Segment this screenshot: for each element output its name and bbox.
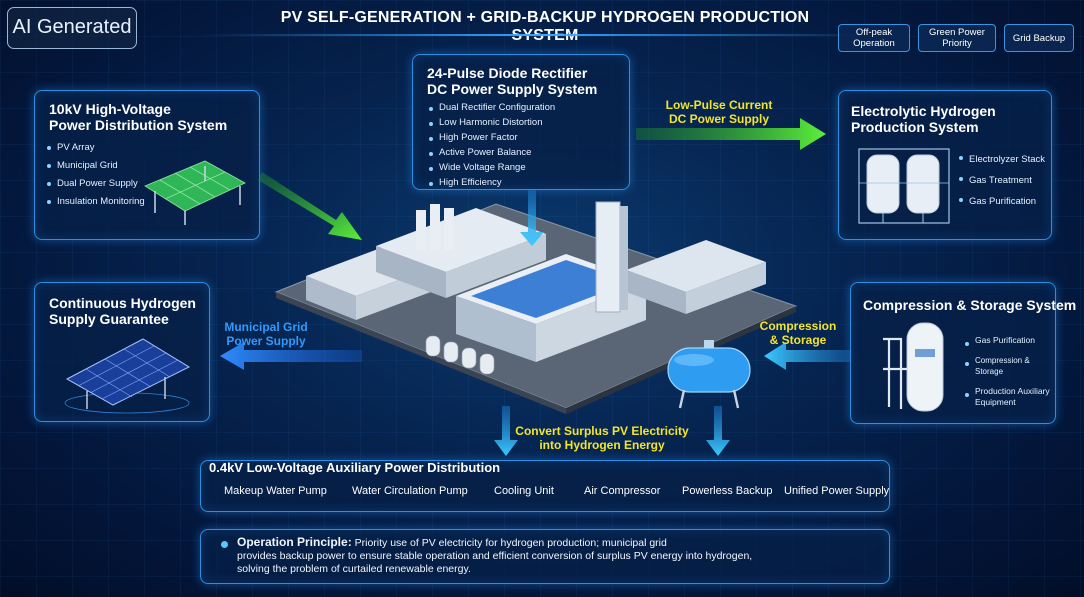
principle-line3: solving the problem of curtailed renewab… — [237, 563, 471, 575]
list-item: PV Array — [45, 139, 145, 157]
arrow-plant-down — [494, 406, 518, 456]
list-item: Gas Treatment — [957, 170, 1045, 191]
list-item: Dual Rectifier Configuration — [427, 100, 555, 115]
compression-line2: & Storage — [769, 333, 827, 347]
aux-distribution-panel: 0.4kV Low-Voltage Auxiliary Power Distri… — [200, 460, 890, 512]
electrolytic-title-line1: Electrolytic Hydrogen — [851, 103, 996, 119]
convert-line1: Convert Surplus PV Electricity — [515, 424, 689, 438]
principle-text: Operation Principle: Priority use of PV … — [237, 536, 887, 576]
convert-surplus-label: Convert Surplus PV Electricity into Hydr… — [514, 424, 690, 452]
arrow-dc-supply — [636, 118, 826, 150]
compression-items-list: Gas Purification Compression & Storage P… — [963, 335, 1055, 408]
hydrogen-plant-illustration — [274, 201, 798, 414]
list-item: Active Power Balance — [427, 145, 555, 160]
rectifier-title-line2: DC Power Supply System — [427, 81, 598, 97]
convert-line2: into Hydrogen Energy — [539, 438, 665, 452]
page-title: PV SELF-GENERATION + GRID-BACKUP HYDROGE… — [280, 9, 810, 44]
storage-tank-icon — [883, 322, 944, 412]
aux-item-cooling-unit: Cooling Unit — [494, 485, 554, 497]
list-item: Dual Power Supply — [45, 175, 145, 193]
mode-button-green-power[interactable]: Green Power Priority — [918, 24, 996, 52]
solar-panel-icon — [64, 338, 191, 414]
list-item: Low Harmonic Distortion — [427, 115, 555, 130]
list-item: Gas Purification — [963, 335, 1055, 346]
electrolyzer-tanks-icon — [858, 148, 950, 224]
aux-item-makeup-water-pump: Makeup Water Pump — [224, 485, 327, 497]
aux-item-powerless-backup: Powerless Backup — [682, 485, 773, 497]
list-item: Electrolyzer Stack — [957, 149, 1045, 170]
arrow-tank-down — [706, 406, 730, 456]
rectifier-title-line1: 24-Pulse Diode Rectifier — [427, 65, 588, 81]
list-item: High Power Factor — [427, 130, 555, 145]
title-underline — [200, 34, 880, 36]
aux-panel-title: 0.4kV Low-Voltage Auxiliary Power Distri… — [209, 460, 501, 475]
electrolytic-title-line2: Production System — [851, 119, 979, 135]
rectifier-panel: 24-Pulse Diode Rectifier DC Power Supply… — [412, 54, 630, 190]
mode-label: Grid Backup — [1012, 32, 1066, 44]
principle-label: Operation Principle: — [237, 535, 352, 549]
arrow-rectifier-down — [520, 190, 544, 246]
principle-line2: provides backup power to ensure stable o… — [237, 550, 753, 562]
compression-line1: Compression — [759, 319, 837, 333]
mode-label: Green Power Priority — [929, 27, 985, 49]
compression-storage-panel: Compression & Storage System Gas Purific… — [850, 282, 1076, 424]
continuous-panel-title: Continuous Hydrogen Supply Guarantee — [49, 295, 196, 327]
aux-item-air-compressor: Air Compressor — [584, 485, 661, 497]
ai-generated-badge: AI Generated — [7, 7, 137, 49]
rectifier-panel-title: 24-Pulse Diode Rectifier DC Power Supply… — [427, 65, 597, 97]
hv-items-list: PV Array Municipal Grid Dual Power Suppl… — [45, 139, 145, 211]
list-item: High Efficiency — [427, 175, 555, 190]
hv-title-line2: Power Distribution System — [49, 117, 228, 133]
electrolytic-panel: Electrolytic Hydrogen Production System … — [838, 90, 1052, 240]
list-item: Insulation Monitoring — [45, 193, 145, 211]
operation-principle-panel: Operation Principle: Priority use of PV … — [200, 529, 890, 584]
list-item: Production Auxiliary Equipment — [963, 386, 1055, 408]
hv-panel-title: 10kV High-Voltage Power Distribution Sys… — [49, 101, 227, 133]
continuous-title-line1: Continuous Hydrogen — [49, 295, 196, 311]
grid-supply-line2: Power Supply — [226, 334, 306, 348]
mode-button-off-peak[interactable]: Off-peak Operation — [838, 24, 910, 52]
principle-line1: Priority use of PV electricity for hydro… — [354, 537, 667, 549]
hv-title-line1: 10kV High-Voltage — [49, 101, 171, 117]
list-item: Municipal Grid — [45, 157, 145, 175]
mode-button-grid-backup[interactable]: Grid Backup — [1004, 24, 1074, 52]
electrolytic-items-list: Electrolyzer Stack Gas Treatment Gas Pur… — [957, 149, 1045, 212]
list-item: Compression & Storage — [963, 355, 1055, 377]
principle-bullet — [221, 541, 228, 548]
hv-distribution-panel: 10kV High-Voltage Power Distribution Sys… — [34, 90, 260, 240]
aux-item-unified-power-supply: Unified Power Supply — [784, 485, 890, 497]
continuous-hydrogen-panel: Continuous Hydrogen Supply Guarantee — [34, 282, 210, 422]
compression-arrow-label: Compression & Storage — [756, 319, 840, 347]
electrolytic-panel-title: Electrolytic Hydrogen Production System — [851, 103, 996, 135]
continuous-title-line2: Supply Guarantee — [49, 311, 169, 327]
dc-supply-line2: DC Power Supply — [668, 112, 769, 126]
rectifier-items-list: Dual Rectifier Configuration Low Harmoni… — [427, 100, 555, 190]
mode-label: Off-peak Operation — [853, 27, 895, 49]
compression-panel-title: Compression & Storage System — [863, 297, 1077, 313]
dc-supply-label: Low-Pulse Current DC Power Supply — [654, 98, 784, 126]
hydrogen-tank-icon — [667, 340, 751, 409]
list-item: Gas Purification — [957, 191, 1045, 212]
grid-supply-label: Municipal Grid Power Supply — [216, 320, 316, 348]
arrow-compression — [764, 342, 850, 370]
arrow-grid-supply — [220, 342, 362, 370]
grid-supply-line1: Municipal Grid — [224, 320, 308, 334]
list-item: Wide Voltage Range — [427, 160, 555, 175]
dc-supply-line1: Low-Pulse Current — [665, 98, 773, 112]
aux-item-water-circulation-pump: Water Circulation Pump — [352, 485, 468, 497]
arrow-hv-to-plant — [258, 172, 362, 240]
pv-array-icon — [144, 160, 246, 225]
